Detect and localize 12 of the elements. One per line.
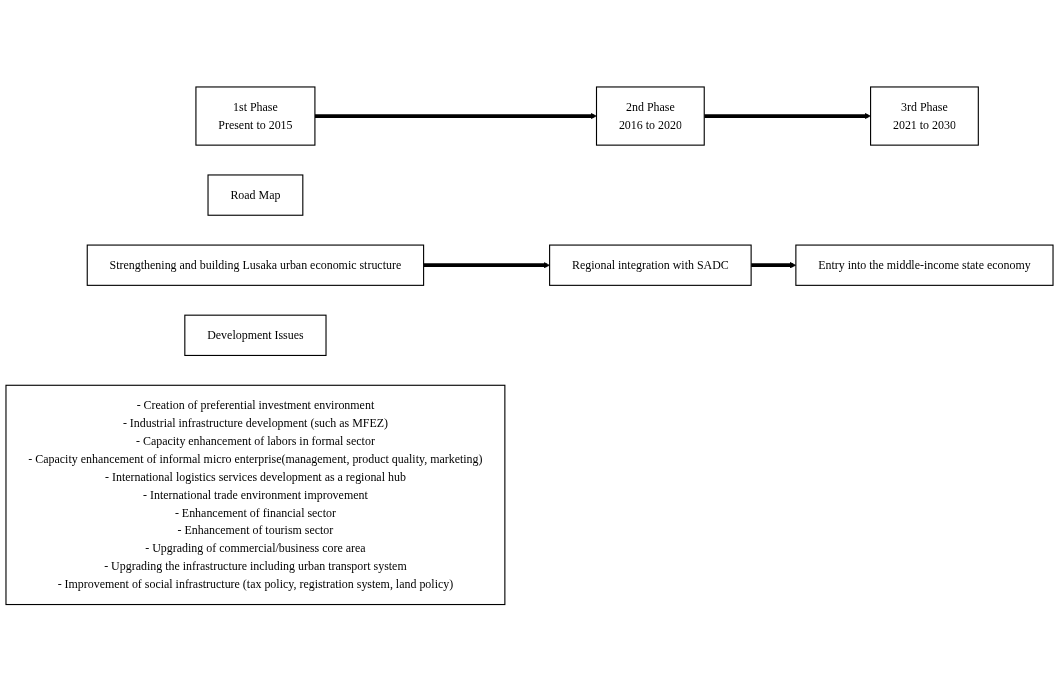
node-box: 1st Phase Present to 2015: [195, 86, 316, 146]
arrow: [423, 261, 550, 269]
node-box: Development Issues: [184, 314, 327, 356]
node-box: Regional integration with SADC: [549, 244, 752, 286]
arrow: [314, 112, 597, 120]
node-box: 2nd Phase 2016 to 2020: [595, 86, 705, 146]
node-box: Strengthening and building Lusaka urban economic structure: [86, 244, 425, 286]
node-box: Road Map: [207, 174, 304, 216]
node-box: - Creation of preferential investment environment - Industrial infrastructure development (such as MFEZ) - Capacity enhancement of labors in formal sector - Capacity enhancement of informal micro enterprise(management, product quality, marketing) - International logistics services development as a regional hub - International trade environment improvement - Enhancement of financial sector - Enhancement of tourism sector - Upgrading of commercial/business core area - Upgrading the infrastructure including urban transport system - Improvement of social infrastructure (tax policy, registration system, land policy): [5, 384, 506, 605]
node-box: 3rd Phase 2021 to 2030: [870, 86, 979, 146]
arrow: [704, 112, 871, 120]
node-box: Entry into the middle-income state economy: [795, 244, 1054, 286]
